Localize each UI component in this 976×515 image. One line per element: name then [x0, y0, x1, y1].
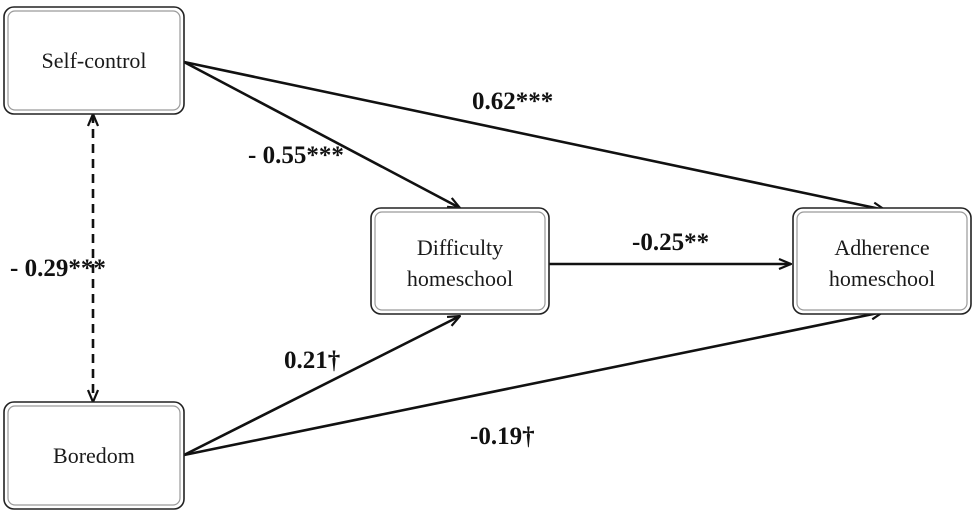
coef-self-control-to-adherence: 0.62*** — [472, 88, 553, 115]
node-difficulty-label-line1: Difficulty — [417, 235, 503, 260]
coef-difficulty-to-adherence: -0.25** — [632, 229, 709, 256]
path-boredom-to-difficulty — [183, 316, 460, 457]
node-adherence-label-line1: Adherence — [834, 235, 929, 260]
path-self-control-to-adherence — [183, 60, 885, 210]
node-difficulty-homeschool: Difficulty homeschool — [370, 207, 550, 315]
coef-boredom-to-adherence: -0.19† — [470, 423, 535, 450]
node-self-control: Self-control — [3, 6, 185, 115]
coef-boredom-to-difficulty: 0.21† — [284, 347, 340, 374]
path-self-control-to-difficulty — [183, 60, 460, 208]
path-boredom-to-adherence — [183, 312, 883, 457]
node-difficulty-label-line2: homeschool — [407, 266, 513, 291]
coef-self-control-boredom-correlation: - 0.29*** — [10, 255, 106, 282]
node-boredom: Boredom — [3, 401, 185, 510]
node-self-control-label: Self-control — [41, 48, 146, 73]
node-adherence-label-line2: homeschool — [829, 266, 935, 291]
node-adherence-homeschool: Adherence homeschool — [792, 207, 972, 315]
node-boredom-label: Boredom — [53, 443, 135, 468]
coef-self-control-to-difficulty: - 0.55*** — [248, 142, 344, 169]
